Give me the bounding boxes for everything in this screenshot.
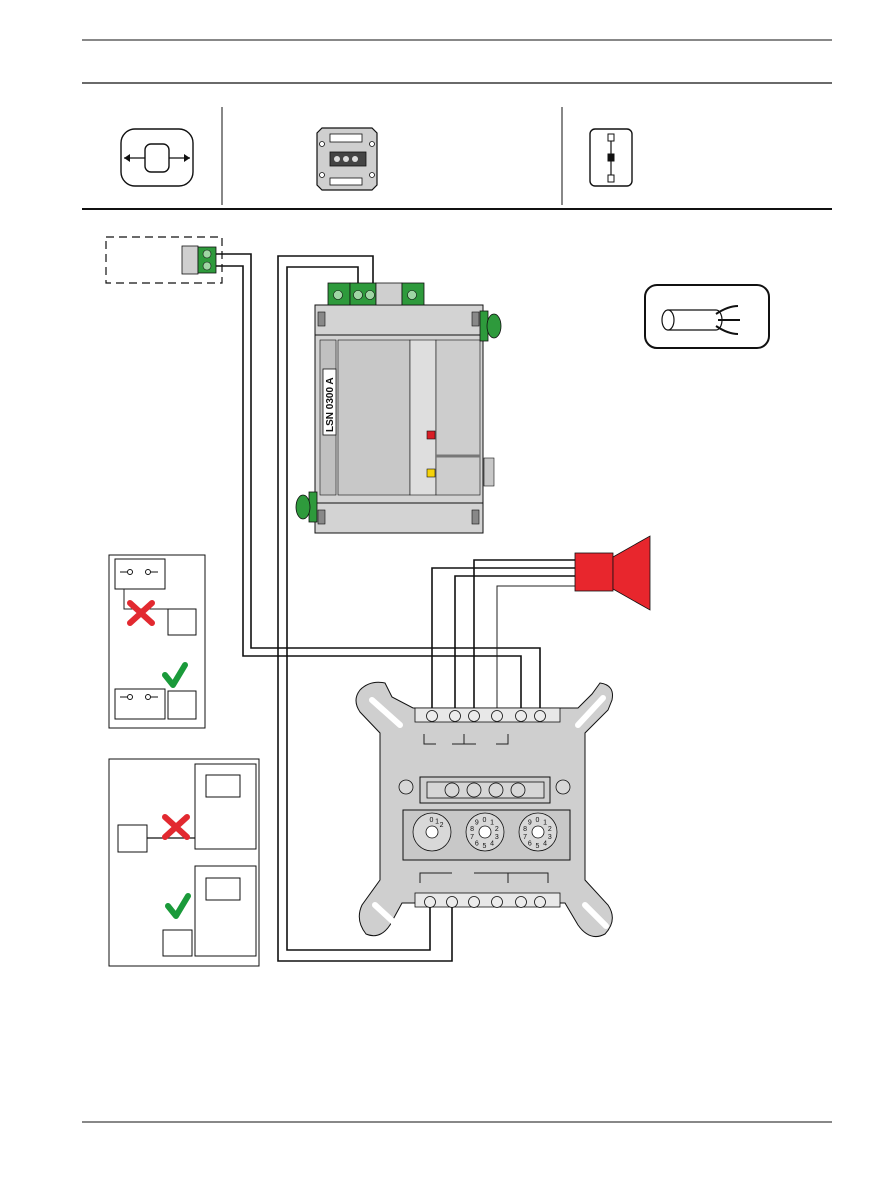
dial-digit: 9	[475, 819, 479, 826]
dial-digit: 5	[483, 843, 487, 850]
terminal-screw	[516, 897, 527, 908]
terminal-screw	[427, 711, 438, 722]
dial-digit: 4	[543, 841, 547, 848]
din-rail-icon	[590, 129, 632, 186]
terminal-screw	[450, 711, 461, 722]
mounting-arrows-icon	[121, 129, 193, 186]
dial-digit: 3	[548, 834, 552, 841]
dial-digit: 2	[548, 826, 552, 833]
dial-digit: 0	[430, 817, 434, 824]
dial-digit: 1	[435, 818, 439, 825]
dial-digit: 7	[470, 834, 474, 841]
dial-digit: 6	[475, 841, 479, 848]
dial-digit: 8	[470, 826, 474, 833]
dial-digit: 1	[543, 819, 547, 826]
dial-digit: 1	[490, 819, 494, 826]
dial-digit: 2	[495, 826, 499, 833]
dial-digit: 2	[440, 822, 444, 829]
cable-icon	[645, 285, 769, 348]
dial-digit: 5	[536, 843, 540, 850]
surface-base-icon	[317, 128, 377, 190]
terminal-screw	[425, 897, 436, 908]
device-example-box	[109, 759, 259, 966]
contact-example-box	[109, 555, 205, 728]
horn-icon	[575, 536, 650, 610]
lsn-module: LSN 0300 A	[296, 283, 501, 533]
dial-digit: 7	[523, 834, 527, 841]
terminal-screw	[492, 897, 503, 908]
external-unit	[106, 237, 222, 283]
terminal-screw	[447, 897, 458, 908]
terminal-screw	[492, 711, 503, 722]
module-part-label: LSN 0300 A	[325, 377, 336, 432]
dial-digit: 9	[528, 819, 532, 826]
terminal-screw	[516, 711, 527, 722]
dial-digit: 8	[523, 826, 527, 833]
terminal-screw	[469, 711, 480, 722]
dial-digit: 0	[536, 817, 540, 824]
dial-digit: 6	[528, 841, 532, 848]
terminal-screw	[535, 897, 546, 908]
terminal-screw	[535, 711, 546, 722]
dial-digit: 0	[483, 817, 487, 824]
dial-digit: 4	[490, 841, 494, 848]
dial-digit: 3	[495, 834, 499, 841]
terminal-screw	[469, 897, 480, 908]
